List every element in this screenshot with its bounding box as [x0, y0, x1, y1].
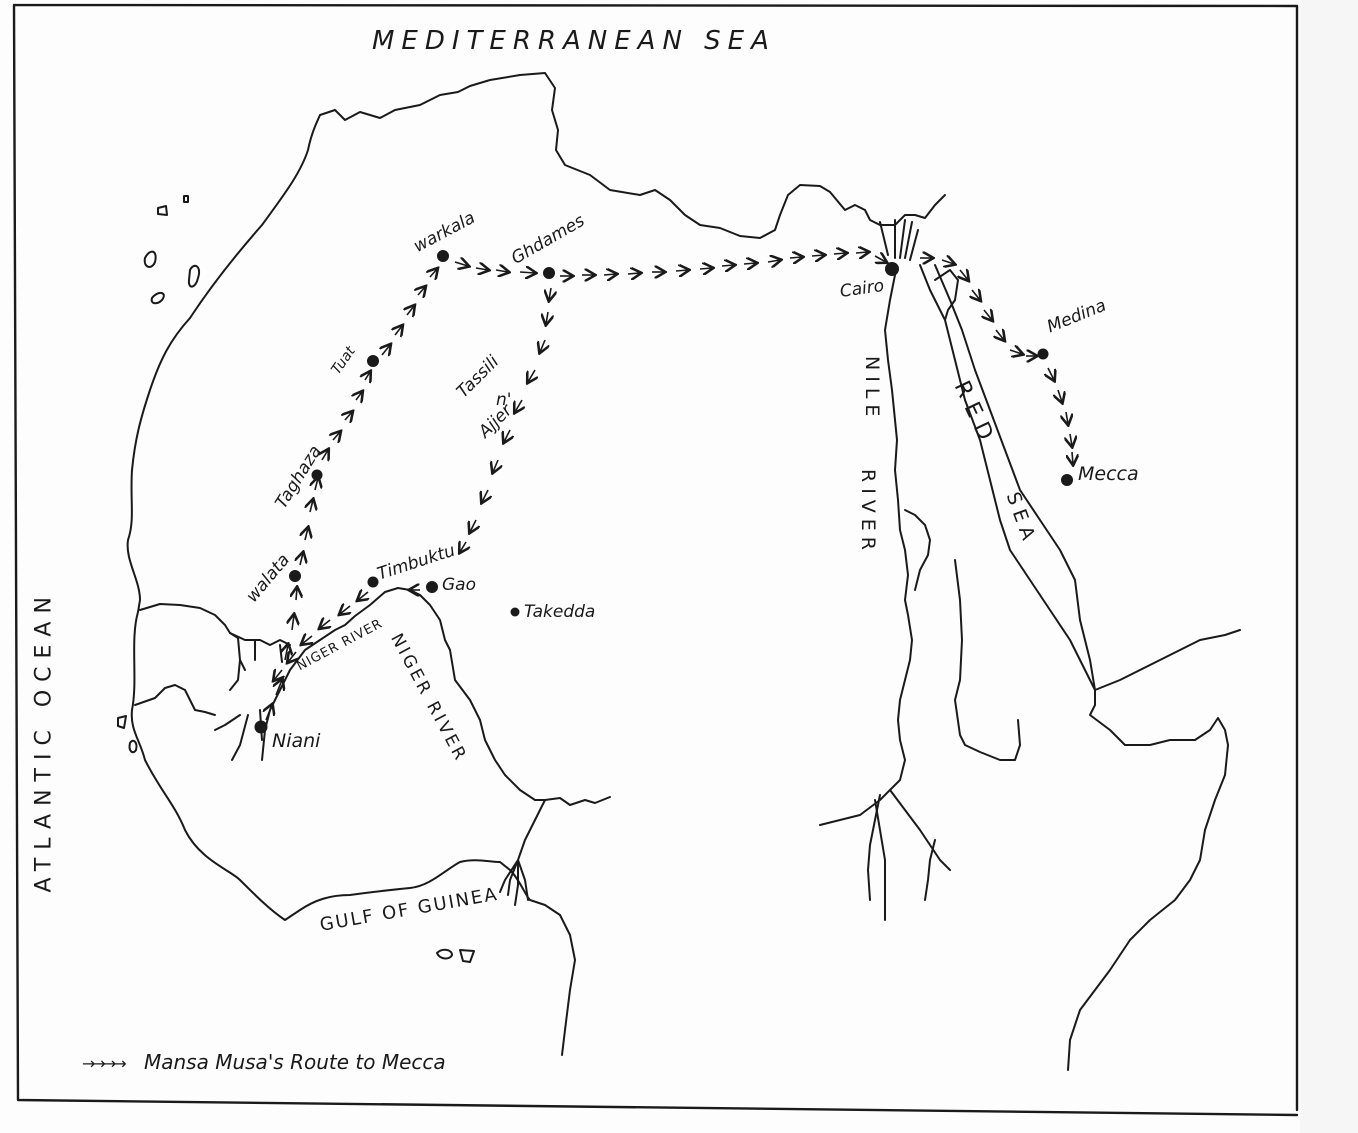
island: [183, 195, 189, 203]
dot-mecca: [1061, 474, 1073, 486]
legend-text: Mansa Musa's Route to Mecca: [143, 1050, 446, 1074]
dot-gao: [426, 581, 438, 593]
dot-ghdames: [543, 267, 555, 279]
niger-delta: [499, 799, 546, 906]
coastline-gulf-east: [509, 869, 576, 1056]
page-edge: [1300, 0, 1358, 1133]
mediterranean-sea-label: MEDITERRANEAN SEA: [372, 26, 776, 56]
coastline-west: [126, 317, 191, 613]
label-tassili-n: n': [496, 390, 512, 410]
arabia-coast: [1094, 629, 1241, 691]
island: [436, 948, 453, 960]
gambia-river: [134, 684, 216, 716]
dot-cairo: [885, 262, 899, 276]
label-takedda: Takedda: [524, 602, 596, 622]
legend-arrows-icon: →→→→: [82, 1054, 127, 1073]
island: [117, 715, 127, 729]
coastline-northwest: [189, 72, 946, 319]
island: [150, 292, 165, 305]
dot-niani: [254, 720, 268, 734]
dot-warkala: [437, 250, 449, 262]
benue-river: [544, 796, 611, 806]
legend: →→→→ Mansa Musa's Route to Mecca: [82, 1050, 446, 1074]
niger-river-upper: [261, 587, 546, 801]
horn-of-africa: [1067, 689, 1229, 1071]
dot-medina: [1037, 348, 1049, 360]
dot-walata: [289, 570, 301, 582]
label-mecca: Mecca: [1078, 463, 1139, 485]
map-border: [12, 3, 1299, 1117]
island: [157, 205, 168, 216]
label-niani: Niani: [272, 730, 321, 752]
dot-timbuktu: [367, 576, 379, 588]
senegal-coast: [130, 611, 511, 921]
dot-tuat: [367, 355, 379, 367]
label-gao: Gao: [442, 575, 476, 595]
island: [459, 949, 475, 963]
nile-river: [819, 274, 913, 826]
island: [187, 264, 200, 288]
label-nile-river: RIVER: [857, 469, 879, 557]
island: [143, 250, 157, 268]
dot-takedda: [510, 607, 520, 617]
atlantic-ocean-label: ATLANTIC OCEAN: [31, 589, 57, 893]
dot-taghaza: [311, 469, 323, 481]
red-sea-east-coast: [934, 264, 1096, 691]
island: [128, 739, 138, 754]
label-nile: NILE: [861, 356, 883, 423]
sinai: [934, 269, 959, 321]
senegal-river: [139, 603, 241, 691]
route-arrows: [266, 252, 1073, 721]
nile-delta: [879, 219, 919, 261]
city-dots: [254, 250, 1073, 734]
